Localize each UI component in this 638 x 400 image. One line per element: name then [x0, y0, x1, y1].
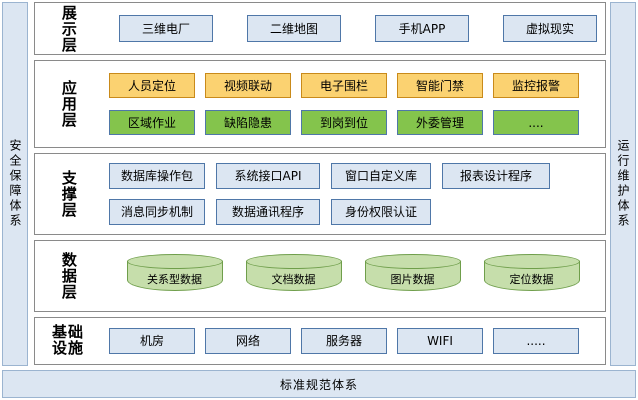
cylinder-document-data[interactable]: 文档数据: [245, 254, 342, 298]
node-message-sync-mechanism[interactable]: 消息同步机制: [109, 198, 205, 225]
support-row-2: 消息同步机制 数据通讯程序 身份权限认证: [109, 198, 599, 225]
node-network[interactable]: 网络: [205, 328, 291, 354]
standards-specification-label: 标准规范体系: [279, 377, 358, 392]
layer-presentation-body: 三维电厂 二维地图 手机APP 虚拟现实: [101, 3, 605, 54]
security-guarantee-system-rail: 安全保障体系: [2, 2, 28, 366]
layer-application-body: 人员定位 视频联动 电子围栏 智能门禁 监控报警 区域作业 缺陷隐患 到岗到位 …: [101, 61, 605, 147]
cylinder-image-data[interactable]: 图片数据: [364, 254, 461, 298]
cylinder-positioning-data[interactable]: 定位数据: [483, 254, 580, 298]
layer-data-title: 数据层: [59, 252, 78, 300]
node-identity-permission-auth[interactable]: 身份权限认证: [331, 198, 431, 225]
layer-application: 应用层 人员定位 视频联动 电子围栏 智能门禁 监控报警 区域作业 缺陷隐患 到…: [34, 60, 606, 148]
node-personnel-positioning[interactable]: 人员定位: [109, 73, 195, 98]
layer-infrastructure: 基础设施 机房 网络 服务器 WIFI .....: [34, 317, 606, 365]
node-smart-access-control[interactable]: 智能门禁: [397, 73, 483, 98]
cylinder-relational-data[interactable]: 关系型数据: [126, 254, 223, 298]
layer-data: 数据层 关系型数据 文档数据 图片数据 定位数据: [34, 240, 606, 312]
node-report-design-program[interactable]: 报表设计程序: [442, 163, 550, 190]
layer-application-title: 应用层: [59, 80, 78, 128]
cylinder-image-data-label: 图片数据: [390, 273, 435, 286]
standards-specification-bar: 标准规范体系: [2, 370, 636, 398]
node-area-operation[interactable]: 区域作业: [109, 110, 195, 135]
cylinder-top-ellipse: [483, 254, 580, 269]
node-more-infrastructure[interactable]: .....: [493, 328, 579, 354]
layer-data-body: 关系型数据 文档数据 图片数据 定位数据: [101, 241, 605, 311]
cylinder-positioning-data-label: 定位数据: [509, 273, 554, 286]
layer-presentation: 展示层 三维电厂 二维地图 手机APP 虚拟现实: [34, 2, 606, 55]
node-outsourcing-management[interactable]: 外委管理: [397, 110, 483, 135]
node-defect-hazard[interactable]: 缺陷隐患: [205, 110, 291, 135]
support-row-1: 数据库操作包 系统接口API 窗口自定义库 报表设计程序: [109, 163, 599, 190]
node-more-applications[interactable]: ....: [493, 110, 579, 135]
cylinder-top-ellipse: [126, 254, 223, 269]
node-post-attendance[interactable]: 到岗到位: [301, 110, 387, 135]
application-row-1: 人员定位 视频联动 电子围栏 智能门禁 监控报警: [109, 73, 599, 98]
node-machine-room[interactable]: 机房: [109, 328, 195, 354]
layer-infrastructure-body: 机房 网络 服务器 WIFI .....: [101, 318, 605, 364]
node-mobile-app[interactable]: 手机APP: [375, 15, 469, 42]
operation-maintenance-system-label: 运行维护体系: [616, 139, 630, 229]
cylinder-document-data-label: 文档数据: [271, 273, 316, 286]
cylinder-relational-data-label: 关系型数据: [147, 273, 202, 286]
application-row-2: 区域作业 缺陷隐患 到岗到位 外委管理 ....: [109, 110, 599, 135]
node-virtual-reality[interactable]: 虚拟现实: [503, 15, 597, 42]
security-guarantee-system-label: 安全保障体系: [8, 139, 22, 229]
node-system-interface-api[interactable]: 系统接口API: [216, 163, 320, 190]
layer-presentation-title: 展示层: [59, 4, 78, 53]
node-video-linkage[interactable]: 视频联动: [205, 73, 291, 98]
node-wifi[interactable]: WIFI: [397, 328, 483, 354]
layer-support-title: 支撑层: [59, 170, 78, 218]
layer-support-body: 数据库操作包 系统接口API 窗口自定义库 报表设计程序 消息同步机制 数据通讯…: [101, 154, 605, 234]
node-database-operation-package[interactable]: 数据库操作包: [109, 163, 205, 190]
node-3d-power-plant[interactable]: 三维电厂: [119, 15, 213, 42]
layer-support: 支撑层 数据库操作包 系统接口API 窗口自定义库 报表设计程序 消息同步机制 …: [34, 153, 606, 235]
operation-maintenance-system-rail: 运行维护体系: [610, 2, 636, 366]
node-2d-map[interactable]: 二维地图: [247, 15, 341, 42]
cylinder-top-ellipse: [245, 254, 342, 269]
node-monitoring-alarm[interactable]: 监控报警: [493, 73, 579, 98]
layer-infrastructure-title: 基础设施: [51, 323, 84, 357]
node-data-communication-program[interactable]: 数据通讯程序: [216, 198, 320, 225]
node-window-custom-library[interactable]: 窗口自定义库: [331, 163, 431, 190]
cylinder-top-ellipse: [364, 254, 461, 269]
node-server[interactable]: 服务器: [301, 328, 387, 354]
node-electronic-fence[interactable]: 电子围栏: [301, 73, 387, 98]
